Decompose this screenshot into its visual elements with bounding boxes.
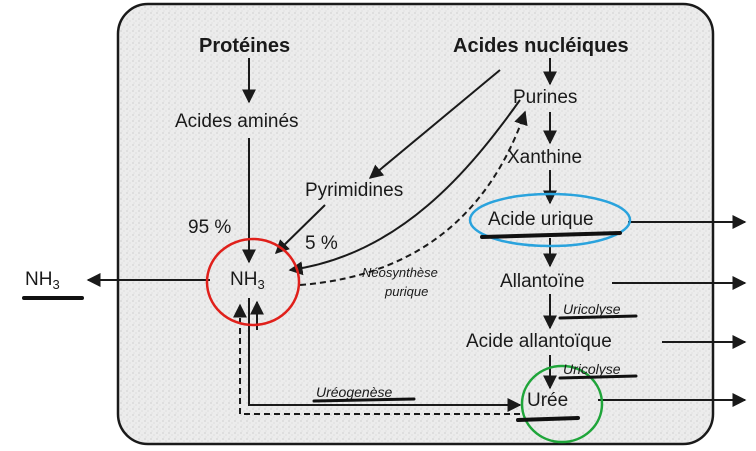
nh3-center-text: NH (230, 269, 258, 290)
arrow-ureogenese (248, 298, 522, 412)
label-95-percent: 95 % (188, 217, 232, 238)
node-nh3-center: NH3 (230, 269, 265, 292)
label-5-percent: 5 % (305, 233, 338, 254)
nh3-left-subscript: 3 (52, 277, 60, 292)
label-neosynthese: Néosynthèse (362, 265, 438, 280)
label-purique: purique (385, 284, 429, 299)
underline-ureogenese (312, 397, 416, 403)
underline-uricolyse-1 (558, 314, 638, 320)
node-acide-urique: Acide urique (488, 209, 594, 230)
highlight-circle-nh3 (205, 237, 301, 327)
highlight-circle-acide-urique (468, 192, 632, 248)
node-proteines: Protéines (199, 35, 291, 57)
arrow-nucleiques-pyrimidines (368, 69, 501, 179)
arrow-purines-nh3 (288, 99, 521, 276)
node-allantoine: Allantoïne (500, 271, 585, 292)
node-pyrimidines: Pyrimidines (305, 180, 404, 201)
node-acides-amines: Acides aminés (175, 111, 299, 132)
node-uree: Urée (527, 390, 569, 411)
underline-uricolyse-2 (558, 374, 638, 380)
node-acide-allantoique: Acide allantoïque (466, 331, 612, 352)
underline-uree (516, 416, 580, 422)
underline-acide-urique (480, 231, 622, 239)
arrow-uree-nh3-dashed (233, 303, 520, 415)
arrow-pyrimidines-nh3 (274, 204, 326, 254)
diagram-frame (116, 2, 715, 446)
arrow-neosynthese-purique (299, 110, 528, 286)
node-acides-nucleiques: Acides nucléiques (453, 35, 629, 57)
label-ureogenese: Uréogenèse (316, 384, 393, 400)
node-nh3-left: NH3 (25, 269, 60, 292)
node-xanthine: Xanthine (507, 147, 583, 168)
highlight-circle-uree (520, 364, 604, 444)
nh3-left-text: NH (25, 269, 53, 290)
label-uricolyse-2: Uricolyse (563, 361, 621, 377)
node-purines: Purines (513, 87, 578, 108)
label-uricolyse-1: Uricolyse (563, 301, 621, 317)
nh3-center-subscript: 3 (257, 277, 265, 292)
